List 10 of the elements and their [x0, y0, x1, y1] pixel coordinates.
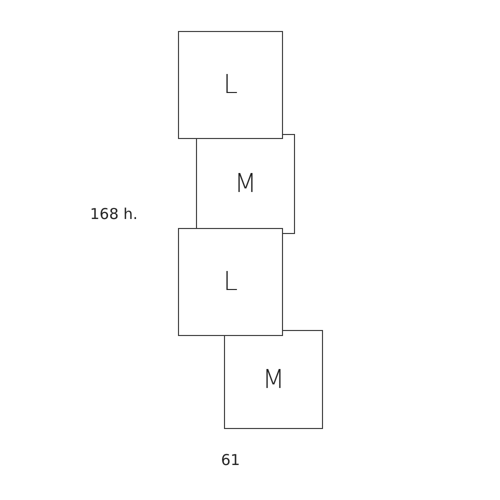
square-box: [178, 228, 283, 336]
square-box: [224, 330, 323, 429]
square-box: [196, 139, 295, 228]
box-letter: M: [262, 364, 285, 394]
dimension-label: 168 h.: [90, 205, 138, 223]
dimension-label: 61: [221, 451, 240, 469]
box-letter: L: [223, 70, 238, 100]
box-letter: L: [223, 267, 238, 297]
square-box: [178, 31, 283, 139]
box-letter: M: [234, 168, 257, 198]
